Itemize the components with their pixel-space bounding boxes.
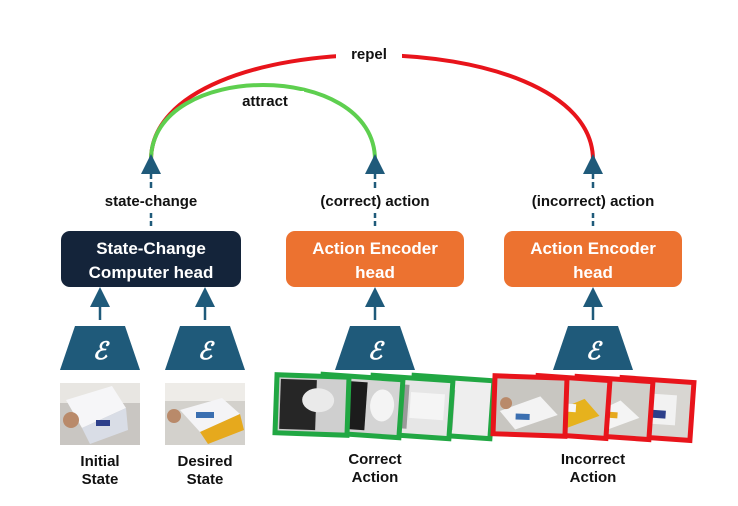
initial-state-line2: State xyxy=(82,471,119,488)
encoder-initial: ℰ xyxy=(60,326,140,370)
desired-state-line1: Desired xyxy=(177,453,232,470)
attract-arc xyxy=(149,83,377,161)
correct-action-head-line1: Action Encoder xyxy=(312,239,438,258)
incorrect-action-label: (incorrect) action xyxy=(532,193,655,210)
correct-action-line2: Action xyxy=(352,469,399,486)
encoder-symbol: ℰ xyxy=(586,336,604,365)
encoder-symbol: ℰ xyxy=(93,336,111,365)
desired-state-line2: State xyxy=(187,471,224,488)
incorrect-action-head-box xyxy=(504,231,682,287)
correct-action-label: (correct) action xyxy=(320,193,429,210)
encoder-incorrect: ℰ xyxy=(553,326,633,370)
correct-action-head-box xyxy=(286,231,464,287)
state-change-label: state-change xyxy=(105,193,198,210)
correct-action-frames xyxy=(272,371,497,442)
repel-label-bg xyxy=(336,44,402,64)
correct-action-head-line2: head xyxy=(355,263,395,282)
repel-label: repel xyxy=(351,46,387,63)
state-change-head-line1: State-Change xyxy=(96,239,206,258)
state-change-head-box xyxy=(61,231,241,287)
incorrect-action-head-line1: Action Encoder xyxy=(530,239,656,258)
encoder-symbol: ℰ xyxy=(198,336,216,365)
encoder-symbol: ℰ xyxy=(368,336,386,365)
initial-state-image xyxy=(60,383,140,445)
incorrect-action-head-line2: head xyxy=(573,263,613,282)
incorrect-action-line1: Incorrect xyxy=(561,451,625,468)
encoder-correct: ℰ xyxy=(335,326,415,370)
attract-label: attract xyxy=(242,93,288,110)
incorrect-action-frames xyxy=(490,372,697,444)
state-change-head-line2: Computer head xyxy=(89,263,214,282)
desired-state-image xyxy=(165,383,245,445)
initial-state-line1: Initial xyxy=(80,453,119,470)
encoder-desired: ℰ xyxy=(165,326,245,370)
incorrect-action-line2: Action xyxy=(570,469,617,486)
attract-label-bg xyxy=(226,91,304,111)
correct-action-line1: Correct xyxy=(348,451,401,468)
